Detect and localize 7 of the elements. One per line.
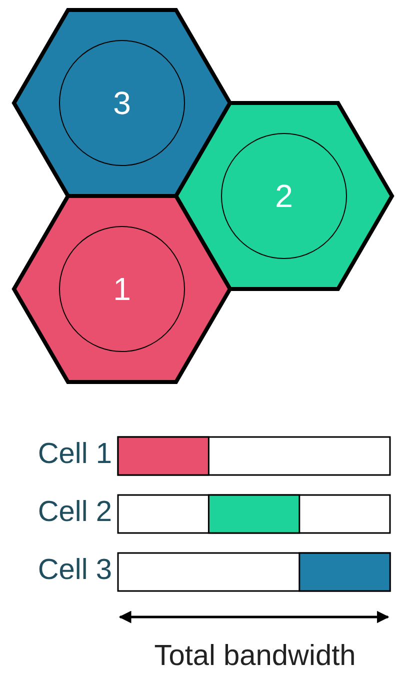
- cell-label: Cell 1: [38, 438, 112, 471]
- cell-label: Cell 2: [38, 496, 112, 529]
- cell-number-circle: 3: [59, 40, 185, 166]
- axis-caption: Total bandwidth: [154, 640, 356, 673]
- cell-number-circle: 2: [221, 133, 347, 259]
- cell-number-circle: 1: [59, 226, 185, 352]
- cell-label: Cell 3: [38, 554, 112, 587]
